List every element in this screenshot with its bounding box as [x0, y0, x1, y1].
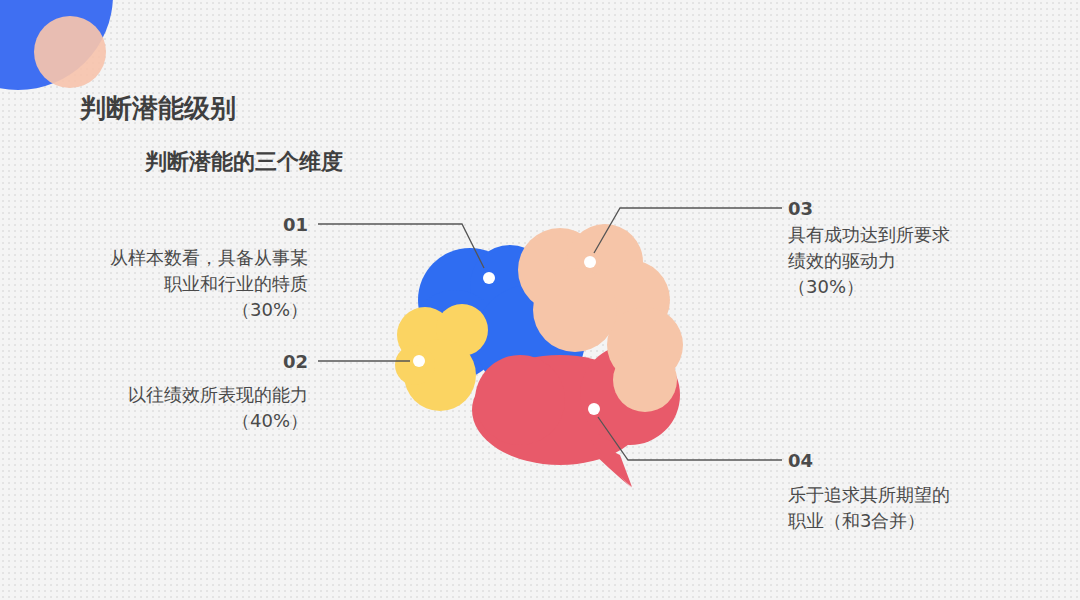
callout-number: 01	[283, 212, 308, 238]
leader-lines	[318, 208, 782, 460]
callout-number: 03	[788, 196, 813, 222]
callout-text: 从样本数看，具备从事某 职业和行业的特质 （30%）	[102, 245, 308, 323]
corner-circle	[0, 0, 113, 90]
callout-number: 04	[788, 448, 813, 474]
callout-text: 乐于追求其所期望的 职业（和3合并）	[788, 482, 966, 534]
page-title: 判断潜能级别	[80, 90, 236, 128]
corner-circle	[34, 16, 106, 88]
callout-text: 以往绩效所表现的能力 （40%）	[116, 382, 308, 434]
subtitle: 判断潜能的三个维度	[145, 146, 343, 178]
callout-text: 具有成功达到所要求 绩效的驱动力（30%）	[788, 222, 966, 300]
callout-number: 02	[283, 349, 308, 375]
brain-figure	[395, 224, 683, 488]
